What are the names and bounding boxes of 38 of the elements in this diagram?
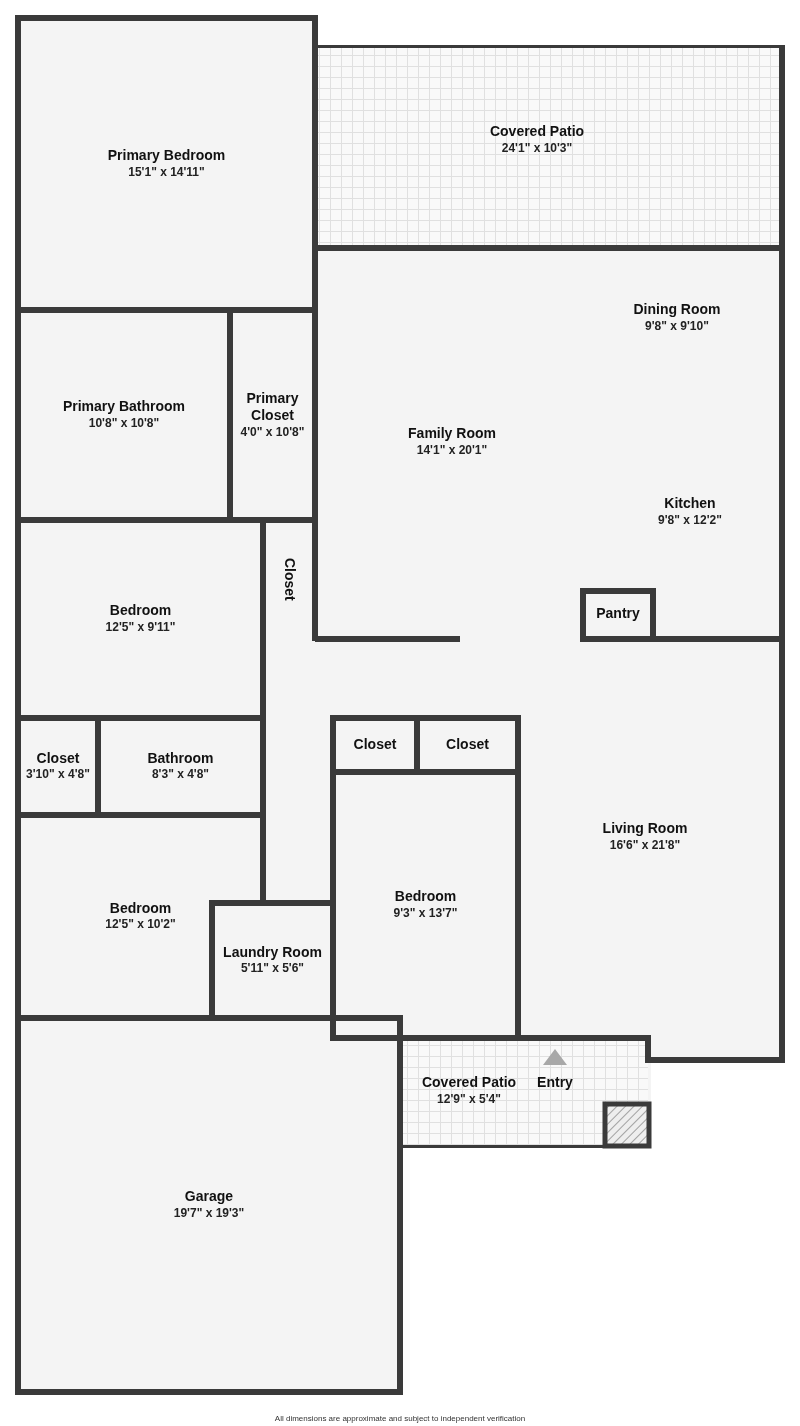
room-dimensions: 4'0" x 10'8" bbox=[240, 424, 305, 441]
room-dimensions: 14'1" x 20'1" bbox=[416, 442, 488, 459]
room-name: Bedroom bbox=[109, 899, 172, 918]
room-dimensions: 16'6" x 21'8" bbox=[609, 837, 681, 854]
room-name: Garage bbox=[184, 1188, 234, 1206]
footnote: All dimensions are approximate and subject to independent verification bbox=[274, 1413, 526, 1425]
room-dimensions: 12'5" x 9'11" bbox=[105, 619, 176, 636]
room-dimensions: 3'10" x 4'8" bbox=[26, 767, 90, 784]
room-name: Living Room bbox=[602, 820, 688, 838]
room-name: Dining Room bbox=[633, 301, 721, 319]
room-dimensions: 12'9" x 5'4" bbox=[437, 1091, 501, 1108]
room-dimensions: 24'1" x 10'3" bbox=[501, 140, 573, 157]
room-name: Bedroom bbox=[109, 602, 172, 620]
room-dimensions: 19'7" x 19'3" bbox=[173, 1205, 245, 1222]
room-dimensions: 5'11" x 5'6" bbox=[240, 961, 305, 978]
room-dimensions: 9'8" x 12'2" bbox=[658, 512, 722, 529]
room-name: Covered Patio bbox=[489, 123, 585, 141]
room-name: Primary Bedroom bbox=[107, 147, 226, 165]
room-name: Primary Bathroom bbox=[62, 398, 186, 416]
room-dimensions: 9'8" x 9'10" bbox=[645, 318, 709, 335]
room-name: Bathroom bbox=[147, 749, 214, 768]
room-dimensions: 12'5" x 10'2" bbox=[105, 917, 176, 934]
room-name: Covered Patio bbox=[421, 1074, 517, 1092]
room-name: Laundry Room bbox=[223, 943, 322, 962]
room-name: Family Room bbox=[408, 425, 496, 443]
room-name: Closet bbox=[446, 736, 489, 754]
room-dimensions: 9'3" x 13'7" bbox=[393, 905, 458, 922]
room-name: Pantry bbox=[596, 605, 640, 623]
room-name: Entry bbox=[537, 1074, 573, 1092]
room-name: Closet bbox=[280, 557, 298, 601]
room-name: Primary Closet bbox=[245, 389, 300, 425]
room-name: Kitchen bbox=[664, 495, 716, 513]
room-dimensions: 15'1" x 14'11" bbox=[128, 164, 205, 181]
room-name: Bedroom bbox=[394, 888, 457, 906]
room-name: Closet bbox=[36, 749, 80, 768]
room-name: Closet bbox=[353, 736, 397, 754]
room-dimensions: 8'3" x 4'8" bbox=[151, 767, 210, 784]
room-dimensions: 10'8" x 10'8" bbox=[88, 415, 160, 432]
